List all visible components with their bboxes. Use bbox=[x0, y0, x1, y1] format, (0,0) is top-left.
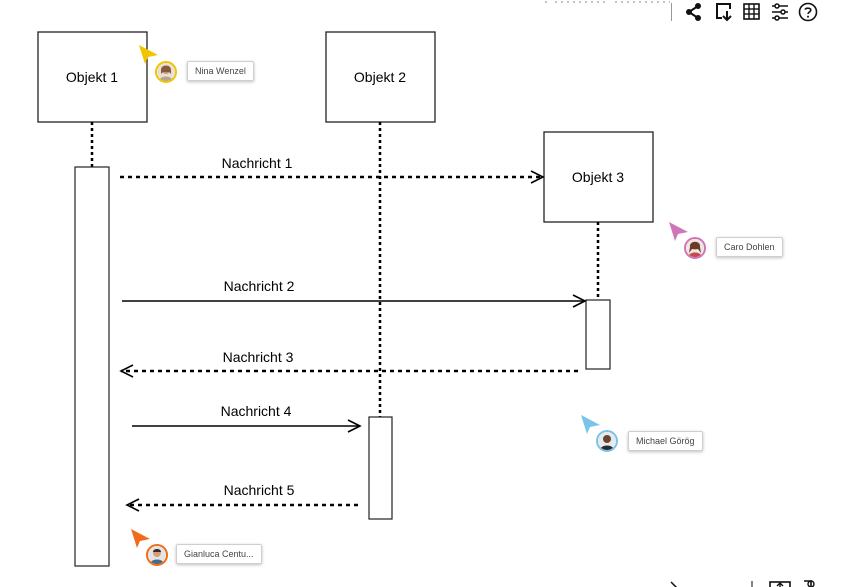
object-label-2: Objekt 2 bbox=[354, 69, 406, 85]
object-box-2[interactable]: Objekt 2 bbox=[325, 31, 436, 123]
object-box-3[interactable]: Objekt 3 bbox=[543, 131, 654, 223]
cursor-pointer-caro bbox=[669, 222, 688, 241]
help-icon[interactable] bbox=[797, 1, 819, 23]
message-label-1: Nachricht 1 bbox=[222, 155, 293, 171]
message-2[interactable]: Nachricht 2 bbox=[122, 278, 587, 308]
message-4[interactable]: Nachricht 4 bbox=[132, 403, 362, 433]
cursor-label-caro: Caro Dohlen bbox=[716, 237, 783, 257]
avatar-nina[interactable] bbox=[155, 61, 177, 83]
activation-bar-2[interactable] bbox=[368, 416, 393, 520]
message-1[interactable]: Nachricht 1 bbox=[120, 155, 545, 184]
message-label-3: Nachricht 3 bbox=[223, 349, 294, 365]
object-label-3: Objekt 3 bbox=[572, 169, 624, 185]
message-label-4: Nachricht 4 bbox=[221, 403, 292, 419]
message-label-5: Nachricht 5 bbox=[224, 482, 295, 498]
cursor-pointer-nina bbox=[139, 45, 158, 64]
object-box-1[interactable]: Objekt 1 bbox=[37, 31, 148, 123]
cursor-label-michael: Michael Görög bbox=[628, 431, 703, 451]
toolbar-separator bbox=[671, 3, 672, 21]
clipped-top-text bbox=[545, 0, 675, 6]
message-label-2: Nachricht 2 bbox=[224, 278, 295, 294]
bottom-controls-clipped bbox=[661, 577, 861, 587]
cursor-label-nina: Nina Wenzel bbox=[187, 61, 254, 81]
message-3[interactable]: Nachricht 3 bbox=[119, 349, 578, 378]
export-icon[interactable] bbox=[713, 1, 735, 23]
activation-bar-1[interactable] bbox=[74, 166, 110, 567]
cursor-label-gianluca: Gianluca Centu... bbox=[176, 544, 262, 564]
activation-bar-3[interactable] bbox=[585, 299, 611, 370]
cursor-pointer-gianluca bbox=[131, 529, 150, 548]
avatar-caro[interactable] bbox=[684, 237, 706, 259]
cursor-pointer-michael bbox=[581, 415, 600, 434]
message-5[interactable]: Nachricht 5 bbox=[125, 482, 358, 512]
settings-sliders-icon[interactable] bbox=[769, 1, 791, 23]
share-icon[interactable] bbox=[683, 1, 705, 23]
avatar-michael[interactable] bbox=[596, 430, 618, 452]
grid-icon[interactable] bbox=[741, 1, 763, 23]
top-toolbar bbox=[671, 0, 861, 26]
object-label-1: Objekt 1 bbox=[66, 69, 118, 85]
avatar-gianluca[interactable] bbox=[146, 544, 168, 566]
